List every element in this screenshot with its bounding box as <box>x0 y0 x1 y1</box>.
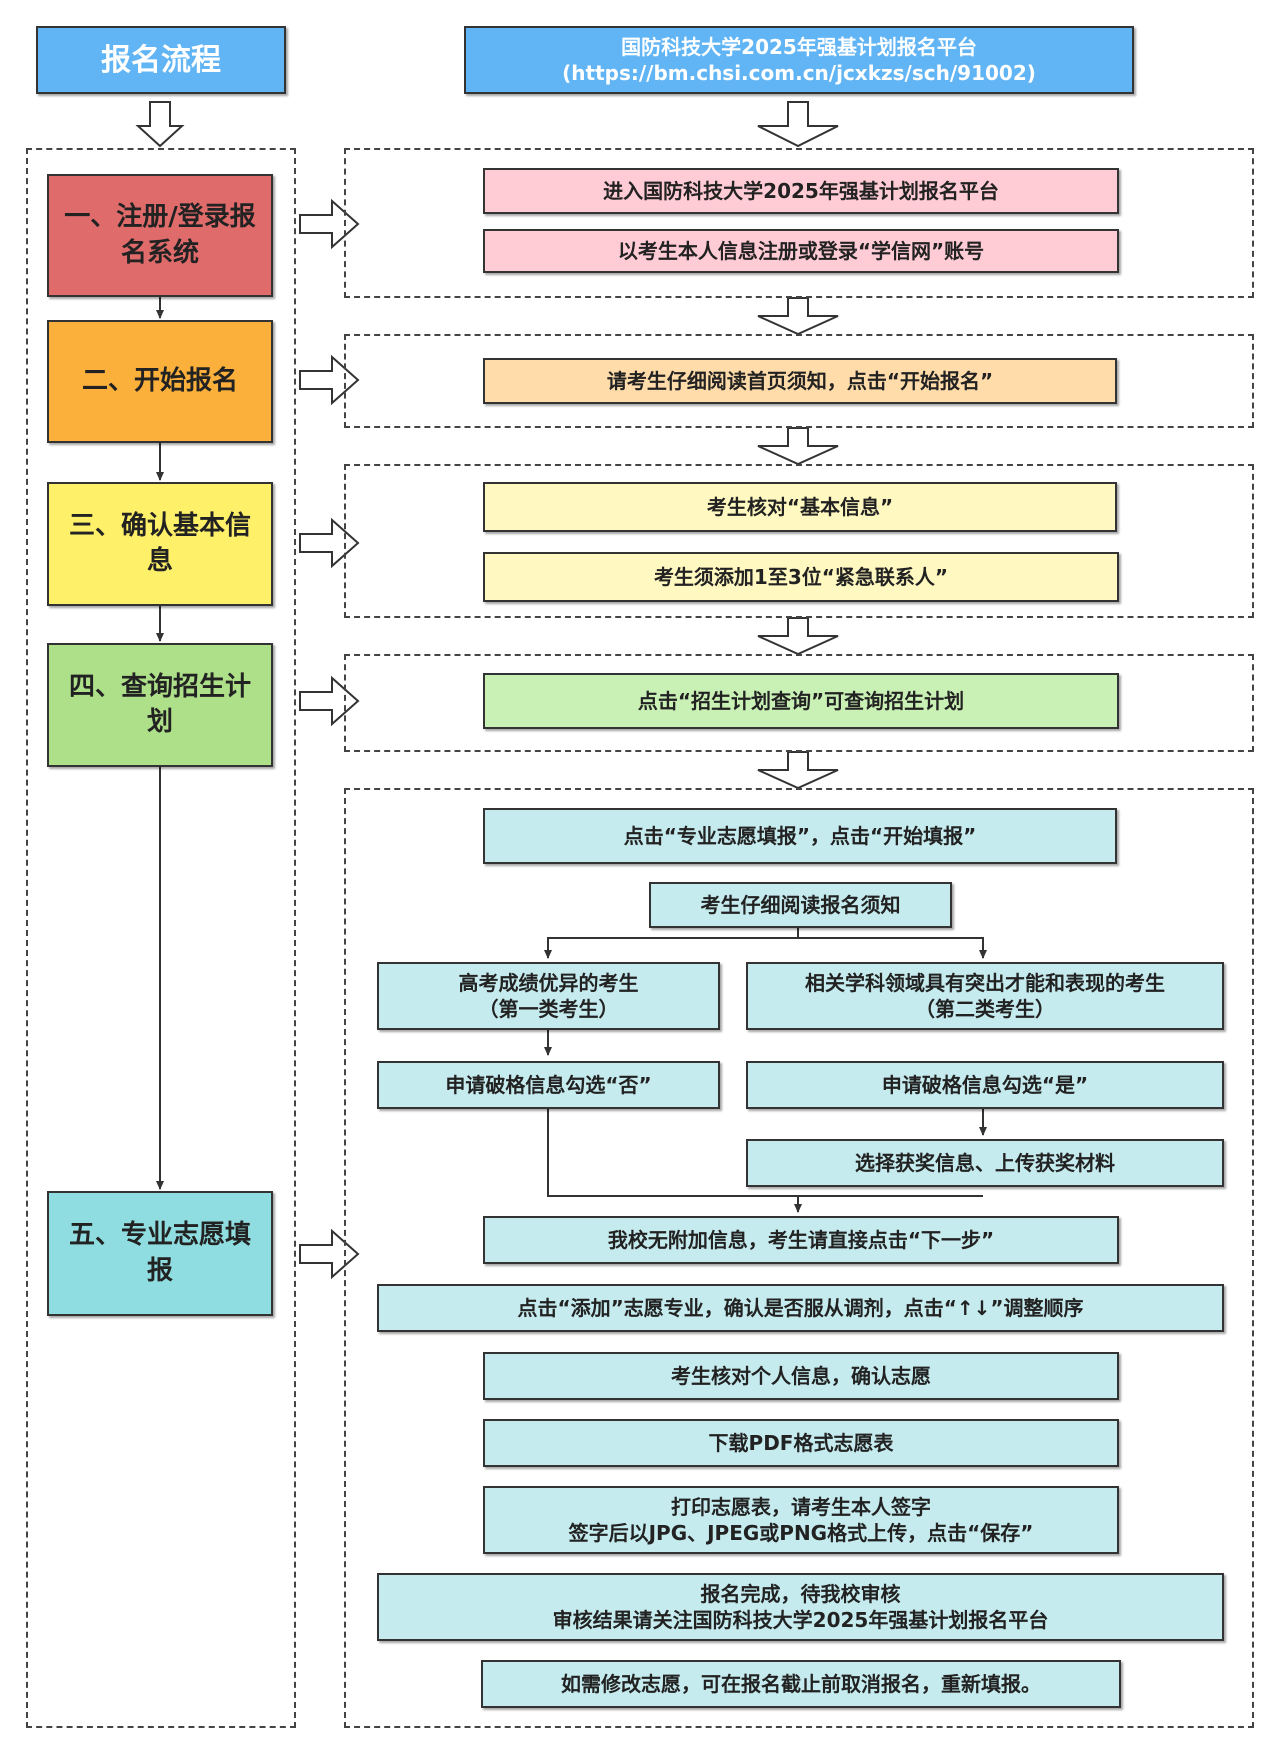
step5-download-pdf: 下载PDF格式志愿表 <box>483 1419 1119 1467</box>
flow-title: 报名流程 <box>36 26 286 94</box>
platform-header: 国防科技大学2025年强基计划报名平台 (https://bm.chsi.com… <box>464 26 1134 94</box>
step-2-start-registration: 二、开始报名 <box>47 320 273 443</box>
step-4-query-enrollment-plan: 四、查询招生计划 <box>47 643 273 767</box>
hollow-down-arrow <box>757 427 839 466</box>
step5-modify-preferences: 如需修改志愿，可在报名截止前取消报名，重新填报。 <box>481 1660 1121 1708</box>
step2-detail-frame <box>344 334 1254 428</box>
step-5-major-preference: 五、专业志愿填报 <box>47 1191 273 1316</box>
step5-start-filling: 点击“专业志愿填报”，点击“开始填报” <box>483 808 1117 864</box>
step4-query-plan: 点击“招生计划查询”可查询招生计划 <box>483 673 1119 729</box>
step3-detail-frame <box>344 464 1254 618</box>
hollow-down-arrow <box>757 751 839 790</box>
step5-upload-awards: 选择获奖信息、上传获奖材料 <box>746 1139 1224 1187</box>
step-1-register-login: 一、注册/登录报名系统 <box>47 174 273 297</box>
hollow-down-arrow <box>135 101 185 148</box>
steps-column-frame <box>26 148 296 1728</box>
step5-category-2: 相关学科领域具有突出才能和表现的考生 （第二类考生） <box>746 962 1224 1030</box>
step5-confirm-preferences: 考生核对个人信息，确认志愿 <box>483 1352 1119 1400</box>
step1-register-chsi-account: 以考生本人信息注册或登录“学信网”账号 <box>483 229 1119 273</box>
step1-enter-platform: 进入国防科技大学2025年强基计划报名平台 <box>483 168 1119 214</box>
step1-detail-frame <box>344 148 1254 298</box>
step-3-confirm-basic-info: 三、确认基本信息 <box>47 482 273 606</box>
step4-detail-frame <box>344 654 1254 752</box>
step5-print-sign-upload: 打印志愿表，请考生本人签字 签字后以JPG、JPEG或PNG格式上传，点击“保存… <box>483 1486 1119 1554</box>
step5-category-1: 高考成绩优异的考生 （第一类考生） <box>377 962 720 1030</box>
hollow-down-arrow <box>757 101 839 148</box>
step5-category-2-option: 申请破格信息勾选“是” <box>746 1061 1224 1109</box>
step5-add-majors: 点击“添加”志愿专业，确认是否服从调剂，点击“↑↓”调整顺序 <box>377 1284 1224 1332</box>
step5-category-1-option: 申请破格信息勾选“否” <box>377 1061 720 1109</box>
step5-detail-frame <box>344 788 1254 1728</box>
merge-line <box>547 1109 798 1197</box>
hollow-down-arrow <box>757 617 839 656</box>
step3-check-basic-info: 考生核对“基本信息” <box>483 482 1117 532</box>
step5-next-step: 我校无附加信息，考生请直接点击“下一步” <box>483 1216 1119 1264</box>
step5-read-instructions: 考生仔细阅读报名须知 <box>649 882 952 928</box>
step3-add-emergency-contact: 考生须添加1至3位“紧急联系人” <box>483 552 1119 602</box>
platform-name: 国防科技大学2025年强基计划报名平台 <box>621 35 977 59</box>
step5-registration-complete: 报名完成，待我校审核 审核结果请关注国防科技大学2025年强基计划报名平台 <box>377 1573 1224 1641</box>
hollow-down-arrow <box>757 297 839 336</box>
platform-url: (https://bm.chsi.com.cn/jcxkzs/sch/91002… <box>562 61 1036 85</box>
step2-read-notice-start: 请考生仔细阅读首页须知，点击“开始报名” <box>483 358 1117 404</box>
